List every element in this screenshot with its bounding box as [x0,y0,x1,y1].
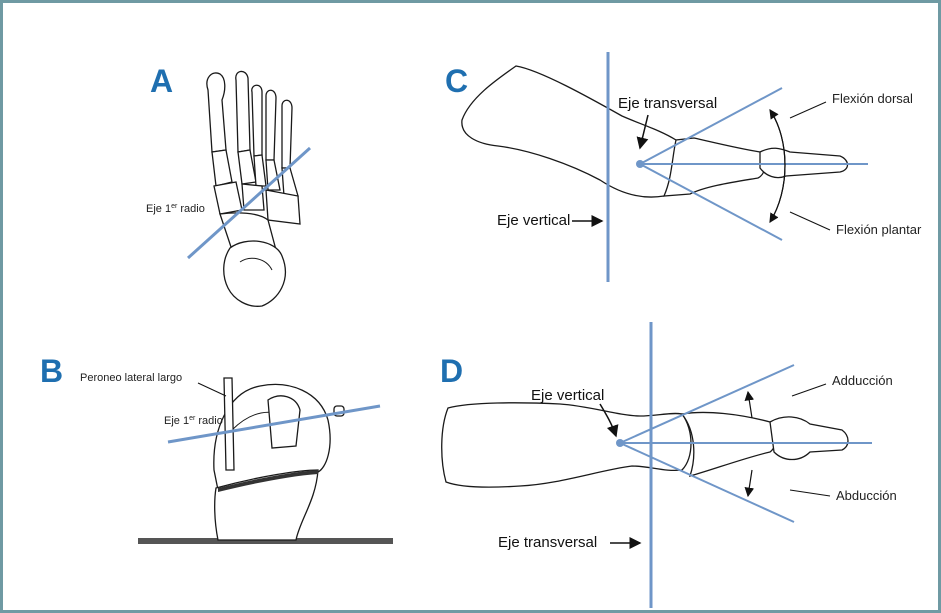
panel-d: D Eje vertical Eje transversal Adducción… [440,322,897,608]
panel-a-axis-label: Eje 1er radio [146,203,205,215]
panel-c: C Eje transversal Eje vertical Flexión d… [445,52,922,282]
peroneus-leader [198,383,226,396]
panel-a-letter: A [150,63,173,99]
panel-b-axis-label: Eje 1er radio [164,415,223,427]
abduction-leader [790,490,830,496]
vertical-axis-label-d: Eje vertical [531,387,604,404]
transverse-axis-point [636,160,644,168]
abduction-arrow [748,470,752,496]
first-ray-dorsal-view [442,403,848,487]
adduction-label: Adducción [832,373,893,388]
dorsal-leader [790,102,826,118]
transverse-axis-label-c: Eje transversal [618,95,717,112]
peroneus-longus-label: Peroneo lateral largo [80,372,182,384]
plantar-flexion-label: Flexión plantar [836,222,922,237]
panel-b-letter: B [40,353,63,389]
panel-b: B Peroneo lateral largo Eje 1er radio [40,353,393,544]
foot-dorsal-view [207,71,300,306]
abduction-label: Abducción [836,488,897,503]
panel-c-letter: C [445,63,468,99]
adduction-arrow [748,392,752,418]
vertical-axis-point [616,439,624,447]
panel-a: A Eje 1er radio [146,63,310,306]
transverse-axis-label-d: Eje transversal [498,534,597,551]
plantar-leader [790,212,830,230]
vertical-axis-label-c: Eje vertical [497,212,570,229]
first-ray-lateral-view [462,66,848,197]
dorsal-flexion-label: Flexión dorsal [832,91,913,106]
foot-posterior-view [214,378,344,540]
adduction-leader [792,384,826,396]
panel-d-letter: D [440,353,463,389]
